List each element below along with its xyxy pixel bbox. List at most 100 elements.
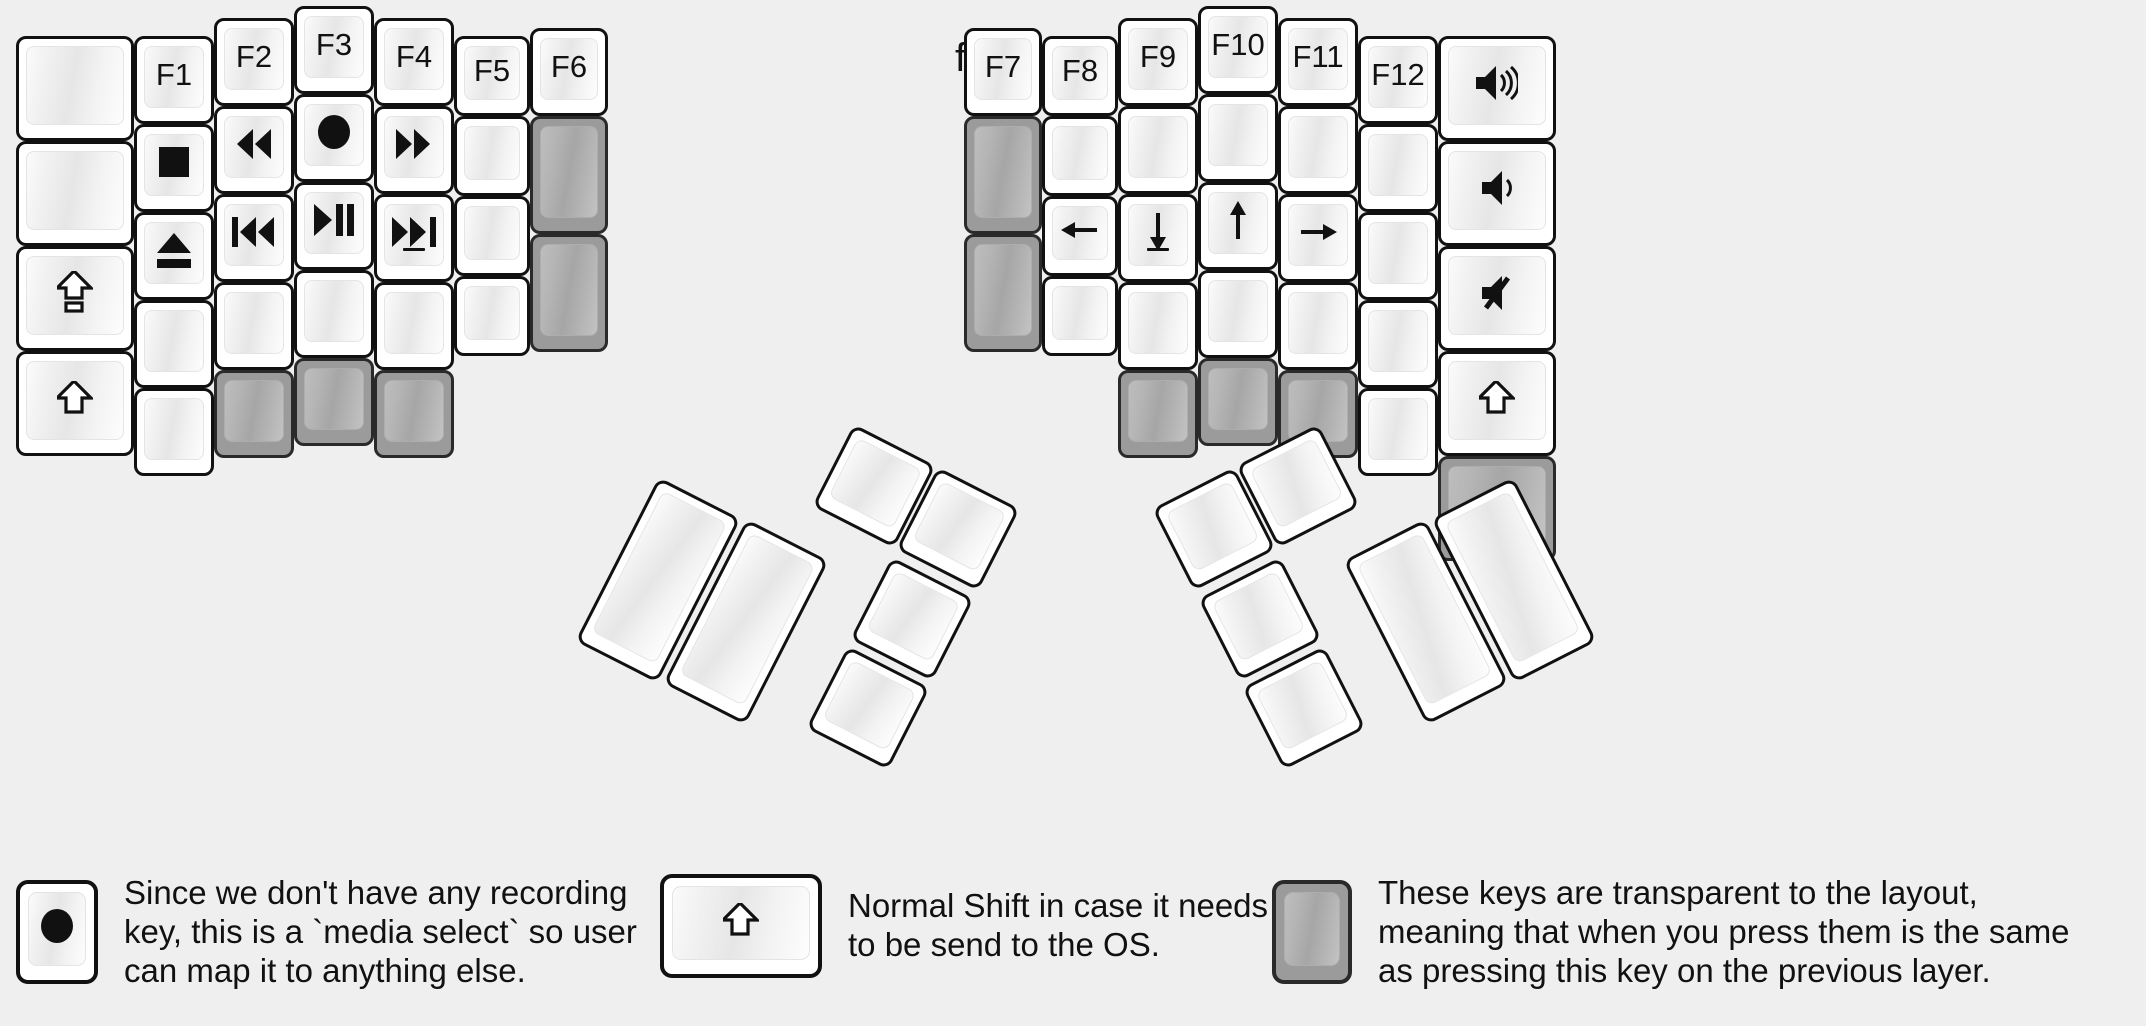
key-right-col-f9-0[interactable]: F9 [1118, 18, 1198, 106]
key-right-col-f10-4[interactable] [1198, 358, 1278, 446]
media-record-icon [40, 909, 74, 944]
key-right-col-f8-0[interactable]: F8 [1042, 36, 1118, 116]
key-left-col-outer-left-3[interactable] [16, 351, 134, 456]
keycap-face [1288, 204, 1348, 266]
keycap-face [1448, 46, 1546, 125]
keycap-face [1288, 292, 1348, 354]
key-right-col-f10-2[interactable] [1198, 182, 1278, 270]
keycap-face [464, 206, 520, 260]
key-left-col-outer-left-1[interactable] [16, 141, 134, 246]
legend-text-0: Since we don't have any recording key, t… [124, 874, 637, 989]
key-right-col-f11-3[interactable] [1278, 282, 1358, 370]
key-right-col-outer-right-0[interactable] [1438, 36, 1556, 141]
media-record-icon [317, 115, 351, 149]
keycap-face [1128, 380, 1188, 442]
key-left-col-f5-0[interactable]: F5 [454, 36, 530, 116]
keycap-face [1208, 104, 1268, 166]
keycap-face [540, 244, 598, 336]
key-left-col-f4-3[interactable] [374, 282, 454, 370]
key-label: F10 [1211, 26, 1265, 62]
key-right-col-f9-3[interactable] [1118, 282, 1198, 370]
key-right-col-f9-2[interactable] [1118, 194, 1198, 282]
key-right-col-outer-right-2[interactable] [1438, 246, 1556, 351]
key-left-col-f2-1[interactable] [214, 106, 294, 194]
key-left-col-outer-left-0[interactable] [16, 36, 134, 141]
key-right-col-f10-3[interactable] [1198, 270, 1278, 358]
key-left-col-f6-1[interactable] [530, 116, 608, 234]
key-right-col-f12-3[interactable] [1358, 300, 1438, 388]
keycap-face [144, 222, 204, 284]
key-right-col-f7-1[interactable] [964, 116, 1042, 234]
keycap-face: F12 [1368, 46, 1428, 108]
key-right-col-f9-1[interactable] [1118, 106, 1198, 194]
key-right-col-f11-2[interactable] [1278, 194, 1358, 282]
key-left-col-f4-1[interactable] [374, 106, 454, 194]
key-left-col-f1-4[interactable] [134, 388, 214, 476]
key-right-col-f12-4[interactable] [1358, 388, 1438, 476]
legend-text-2: These keys are transparent to the layout… [1378, 874, 2070, 989]
key-right-col-f9-4[interactable] [1118, 370, 1198, 458]
key-left-col-f1-1[interactable] [134, 124, 214, 212]
key-left-col-outer-left-2[interactable] [16, 246, 134, 351]
key-right-col-f8-1[interactable] [1042, 116, 1118, 196]
media-eject-icon [157, 232, 191, 268]
keycap-face [1208, 192, 1268, 254]
keycap-face [464, 286, 520, 340]
legend-text-1: Normal Shift in case it needs to be send… [848, 887, 1269, 963]
keycap-face [1448, 361, 1546, 440]
key-right-col-f7-2[interactable] [964, 234, 1042, 352]
key-left-col-f1-2[interactable] [134, 212, 214, 300]
key-left-col-f4-2[interactable] [374, 194, 454, 282]
key-right-col-outer-right-1[interactable] [1438, 141, 1556, 246]
key-left-col-f4-4[interactable] [374, 370, 454, 458]
key-left-col-f3-2[interactable] [294, 182, 374, 270]
volume-down-icon [1482, 170, 1512, 205]
keycap-face [1128, 116, 1188, 178]
key-left-col-f2-2[interactable] [214, 194, 294, 282]
key-right-col-outer-right-3[interactable] [1438, 351, 1556, 456]
key-left-col-f2-4[interactable] [214, 370, 294, 458]
keycap-face [26, 256, 124, 335]
key-left-col-f5-3[interactable] [454, 276, 530, 356]
keycap-face: F8 [1052, 46, 1108, 100]
volume-up-icon [1476, 65, 1518, 100]
keycap-face [1211, 570, 1306, 663]
key-right-col-f8-2[interactable] [1042, 196, 1118, 276]
key-left-col-f3-0[interactable]: F3 [294, 6, 374, 94]
keycap-face [304, 368, 364, 430]
keycap-face [1368, 134, 1428, 196]
media-stop-icon [159, 147, 189, 177]
key-right-col-f12-1[interactable] [1358, 124, 1438, 212]
key-left-col-f3-1[interactable] [294, 94, 374, 182]
key-left-col-f5-1[interactable] [454, 116, 530, 196]
key-label: F3 [315, 26, 353, 62]
key-left-col-f2-0[interactable]: F2 [214, 18, 294, 106]
keycap-face [384, 380, 444, 442]
key-left-col-f1-3[interactable] [134, 300, 214, 388]
key-right-col-f11-1[interactable] [1278, 106, 1358, 194]
keycap-face [912, 480, 1007, 573]
key-left-col-f2-3[interactable] [214, 282, 294, 370]
keycap-face: F11 [1288, 28, 1348, 90]
key-left-col-f6-0[interactable]: F6 [530, 28, 608, 116]
keycap-face [224, 380, 284, 442]
key-left-col-f4-0[interactable]: F4 [374, 18, 454, 106]
key-left-col-f6-2[interactable] [530, 234, 608, 352]
key-right-col-f10-1[interactable] [1198, 94, 1278, 182]
key-right-col-f8-3[interactable] [1042, 276, 1118, 356]
key-label: F2 [235, 38, 273, 74]
keycap-face [1165, 480, 1260, 573]
keycap-face [384, 116, 444, 178]
key-right-col-f11-0[interactable]: F11 [1278, 18, 1358, 106]
key-left-col-f1-0[interactable]: F1 [134, 36, 214, 124]
keycap-face: F9 [1128, 28, 1188, 90]
key-left-col-f3-4[interactable] [294, 358, 374, 446]
key-right-col-f12-0[interactable]: F12 [1358, 36, 1438, 124]
key-right-col-f7-0[interactable]: F7 [964, 28, 1042, 116]
keycap-face [304, 104, 364, 166]
keycap-face [1288, 380, 1348, 442]
key-left-col-f3-3[interactable] [294, 270, 374, 358]
key-right-col-f10-0[interactable]: F10 [1198, 6, 1278, 94]
key-left-col-f5-2[interactable] [454, 196, 530, 276]
key-right-col-f12-2[interactable] [1358, 212, 1438, 300]
